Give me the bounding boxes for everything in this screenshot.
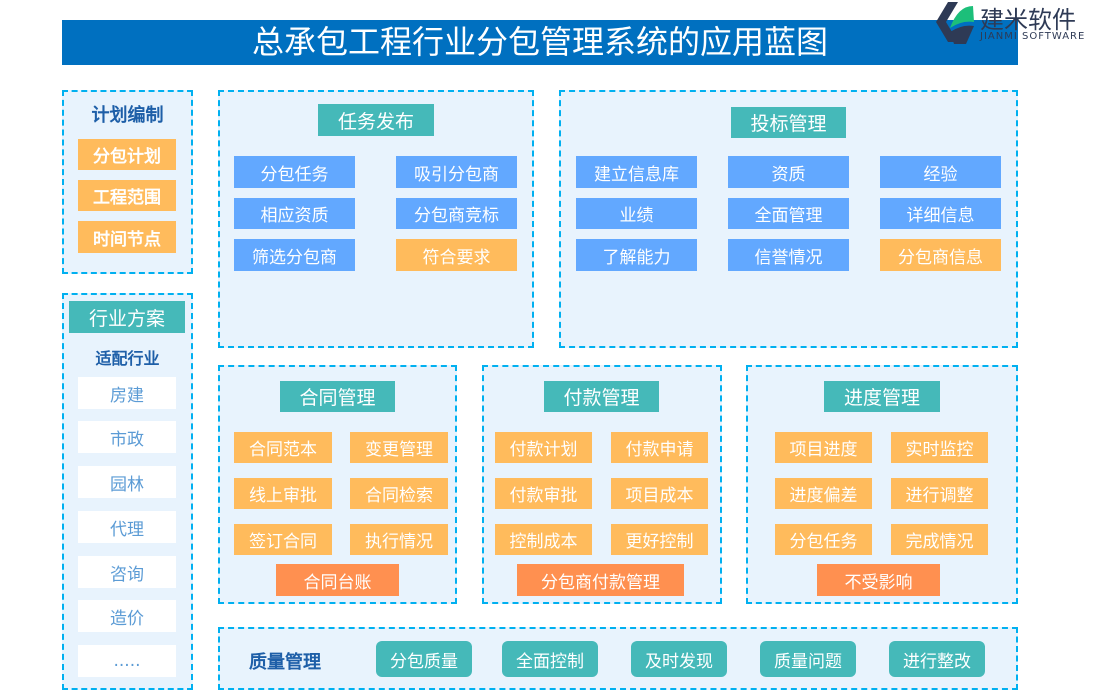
- bid-item[interactable]: 详细信息: [880, 198, 1001, 229]
- bid-item[interactable]: 全面管理: [728, 198, 849, 229]
- payment-title: 付款管理: [544, 381, 659, 412]
- progress-item[interactable]: 进度偏差: [775, 478, 872, 509]
- contract-item[interactable]: 执行情况: [350, 524, 448, 555]
- progress-item[interactable]: 项目进度: [775, 432, 872, 463]
- payment-item[interactable]: 付款申请: [611, 432, 708, 463]
- progress-unaffected[interactable]: 不受影响: [817, 564, 940, 596]
- payment-item[interactable]: 付款计划: [495, 432, 592, 463]
- bid-item[interactable]: 建立信息库: [576, 156, 697, 188]
- logo-name: 建米软件: [980, 6, 1076, 34]
- bid-item[interactable]: 经验: [880, 156, 1001, 188]
- contract-title: 合同管理: [280, 381, 395, 412]
- task-item[interactable]: 分包任务: [234, 156, 355, 188]
- contract-item[interactable]: 线上审批: [234, 478, 332, 509]
- contract-item[interactable]: 合同检索: [350, 478, 448, 509]
- subcontractor-payment[interactable]: 分包商付款管理: [517, 564, 684, 596]
- task-item[interactable]: 筛选分包商: [234, 239, 355, 271]
- progress-item[interactable]: 实时监控: [891, 432, 988, 463]
- industry-item[interactable]: 市政: [78, 421, 176, 453]
- quality-section: [218, 627, 1018, 690]
- task-title: 任务发布: [318, 104, 434, 136]
- logo: 建米软件 JIANMI SOFTWARE: [928, 0, 1100, 46]
- quality-item[interactable]: 全面控制: [502, 641, 598, 677]
- industry-item[interactable]: 房建: [78, 377, 176, 409]
- bid-item[interactable]: 分包商信息: [880, 239, 1001, 271]
- page-title: 总承包工程行业分包管理系统的应用蓝图: [62, 20, 1018, 65]
- industry-item[interactable]: 咨询: [78, 556, 176, 588]
- bid-item[interactable]: 业绩: [576, 198, 697, 229]
- plan-item[interactable]: 时间节点: [78, 221, 176, 253]
- plan-item[interactable]: 工程范围: [78, 180, 176, 211]
- plan-item[interactable]: 分包计划: [78, 139, 176, 170]
- contract-item[interactable]: 变更管理: [350, 432, 448, 463]
- contract-item[interactable]: 签订合同: [234, 524, 332, 555]
- contract-ledger[interactable]: 合同台账: [276, 564, 399, 596]
- logo-icon: [936, 2, 974, 44]
- bid-title: 投标管理: [731, 107, 846, 138]
- bid-item[interactable]: 资质: [728, 156, 849, 188]
- quality-item[interactable]: 进行整改: [889, 641, 985, 677]
- payment-item[interactable]: 项目成本: [611, 478, 708, 509]
- progress-title: 进度管理: [824, 381, 940, 412]
- progress-item[interactable]: 完成情况: [891, 524, 988, 555]
- logo-subtitle: JIANMI SOFTWARE: [980, 31, 1086, 42]
- task-item[interactable]: 符合要求: [396, 239, 517, 271]
- bid-item[interactable]: 信誉情况: [728, 239, 849, 271]
- quality-title: 质量管理: [249, 652, 321, 673]
- progress-item[interactable]: 分包任务: [775, 524, 872, 555]
- quality-item[interactable]: 及时发现: [631, 641, 727, 677]
- contract-item[interactable]: 合同范本: [234, 432, 332, 463]
- task-item[interactable]: 相应资质: [234, 198, 355, 229]
- industry-item[interactable]: 造价: [78, 600, 176, 632]
- quality-item[interactable]: 分包质量: [376, 641, 472, 677]
- payment-item[interactable]: 更好控制: [611, 524, 708, 555]
- industry-item[interactable]: 园林: [78, 466, 176, 498]
- progress-item[interactable]: 进行调整: [891, 478, 988, 509]
- industry-item-more[interactable]: .....: [78, 645, 176, 677]
- plan-title: 计划编制: [91, 105, 164, 126]
- task-item[interactable]: 吸引分包商: [396, 156, 517, 188]
- industry-subtitle: 适配行业: [95, 349, 160, 368]
- bid-item[interactable]: 了解能力: [576, 239, 697, 271]
- task-item[interactable]: 分包商竞标: [396, 198, 517, 229]
- payment-item[interactable]: 付款审批: [495, 478, 592, 509]
- industry-item[interactable]: 代理: [78, 511, 176, 543]
- industry-title: 行业方案: [69, 301, 185, 333]
- payment-item[interactable]: 控制成本: [495, 524, 592, 555]
- quality-item[interactable]: 质量问题: [760, 641, 856, 677]
